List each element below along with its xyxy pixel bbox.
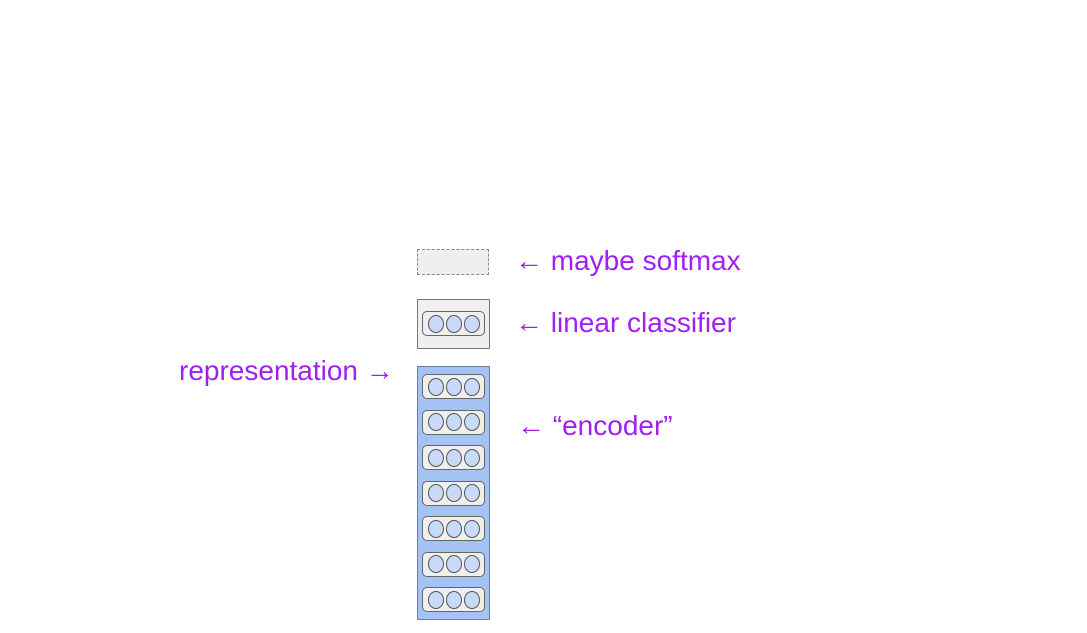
neuron-unit <box>445 413 462 431</box>
neuron-unit <box>427 590 444 609</box>
softmax-label: ← maybe softmax <box>515 245 741 276</box>
encoder-layer <box>422 374 485 399</box>
neuron-unit <box>427 555 444 573</box>
softmax-box <box>417 249 489 275</box>
encoder-layer <box>422 480 485 506</box>
encoder-layer <box>422 409 485 435</box>
neuron-unit <box>427 413 444 431</box>
neuron-unit <box>445 555 462 573</box>
neuron-unit <box>427 377 444 396</box>
neuron-unit <box>445 314 462 333</box>
neuron-unit <box>445 448 462 467</box>
neuron-unit <box>463 448 480 467</box>
encoder-layer <box>422 587 485 612</box>
neuron-unit <box>463 413 480 431</box>
neuron-unit <box>445 377 462 396</box>
neuron-unit <box>427 448 444 467</box>
representation-label: representation → <box>179 355 394 386</box>
encoder-label: ← “encoder” <box>517 410 673 441</box>
encoder-box <box>417 366 490 620</box>
encoder-layer <box>422 516 485 541</box>
neuron-unit <box>463 314 480 333</box>
neuron-unit <box>463 555 480 573</box>
classifier-box <box>417 299 490 349</box>
neuron-unit <box>463 377 480 396</box>
neuron-unit <box>427 519 444 538</box>
classifier-label: ← linear classifier <box>515 307 736 338</box>
neuron-unit <box>427 484 444 502</box>
neuron-unit <box>463 590 480 609</box>
encoder-layer <box>422 445 485 470</box>
neuron-unit <box>445 590 462 609</box>
neuron-unit <box>445 519 462 538</box>
neuron-unit <box>463 484 480 502</box>
neuron-unit <box>427 314 444 333</box>
neuron-unit <box>445 484 462 502</box>
classifier-layer <box>422 311 485 336</box>
neuron-unit <box>463 519 480 538</box>
encoder-layer <box>422 551 485 577</box>
